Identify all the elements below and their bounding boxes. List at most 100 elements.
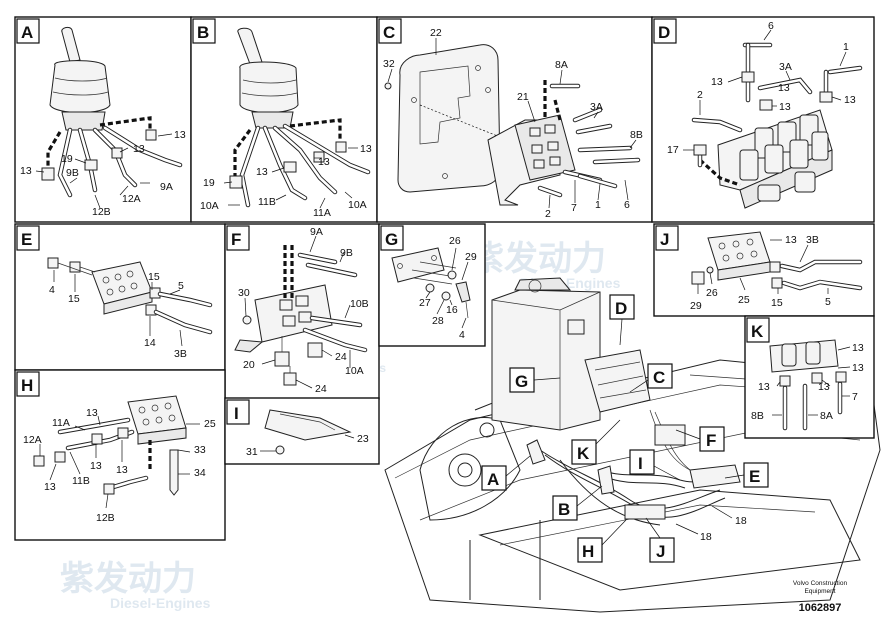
callout: 13: [116, 464, 128, 476]
callout: 19: [203, 177, 215, 189]
callout: 2: [545, 208, 551, 220]
overview-tag: C: [653, 368, 665, 387]
joystick-boot: [49, 60, 111, 113]
callout: 1: [843, 41, 849, 53]
panel-label: K: [751, 322, 764, 341]
callout: 16: [446, 304, 458, 316]
callout: 11B: [258, 196, 276, 208]
brand-label: Equipment: [804, 588, 835, 595]
callout: 6: [768, 20, 774, 32]
callout: 15: [68, 293, 80, 305]
callout: 3B: [174, 348, 187, 360]
callout: 7: [852, 391, 858, 403]
tag-box: [380, 225, 404, 251]
tag-box: [192, 18, 216, 44]
callout: 13: [852, 342, 864, 354]
callout: 3A: [779, 61, 792, 73]
overview-tag: A: [487, 470, 499, 489]
panel-label: B: [197, 23, 209, 42]
callout: 33: [194, 444, 206, 456]
callout: 8B: [630, 129, 643, 141]
callout: 9B: [66, 167, 79, 179]
cover-bracket: [264, 409, 352, 441]
callout: 13: [818, 381, 830, 393]
callout: 17: [667, 144, 679, 156]
callout: 9B: [340, 247, 353, 259]
callout: 5: [178, 280, 184, 292]
tag-box: [16, 225, 40, 251]
tag-box: [226, 225, 250, 251]
callout: 3B: [806, 234, 819, 246]
callout: 14: [144, 337, 156, 349]
callout: 11B: [72, 475, 90, 487]
callout: 22: [430, 27, 442, 39]
panel-D: D 6 1 3A 13 13 13 2 13 17: [651, 16, 875, 223]
panel-F: F 9A 9B 30 10B 20 24 10A 24: [224, 223, 380, 400]
panel-label: E: [21, 230, 32, 249]
callout: 13: [90, 460, 102, 472]
callout: 12B: [92, 206, 111, 218]
watermark-text: Diesel-Engines: [110, 595, 211, 611]
callout: 13: [133, 143, 145, 155]
overview-tag: G: [515, 372, 528, 391]
panel-label: J: [660, 230, 669, 249]
joystick-grip: [61, 26, 81, 63]
panel-B: B 13 19 13 13 11B 11A 10A 10A: [190, 16, 378, 223]
callout: 19: [61, 153, 73, 165]
callout: 10A: [345, 365, 364, 377]
callout: 13: [779, 101, 791, 113]
overview-tag: I: [638, 454, 643, 473]
callout: 15: [148, 271, 160, 283]
brand-label: Volvo Construction: [793, 580, 848, 587]
callout: 8A: [555, 59, 568, 71]
callout: 9A: [310, 226, 323, 238]
overview-tag: E: [749, 467, 760, 486]
callout: 29: [690, 300, 702, 312]
callout: 13: [785, 234, 797, 246]
callout: 25: [204, 418, 216, 430]
tag-box: [655, 225, 679, 251]
callout: 3A: [590, 101, 603, 113]
callout: 25: [738, 294, 750, 306]
overview-tags: D G C K F I E A B H: [481, 294, 769, 563]
callout: 26: [706, 287, 718, 299]
panel-label: I: [234, 404, 239, 423]
callout: 4: [49, 284, 55, 296]
callout: 20: [243, 359, 255, 371]
callout: 13: [844, 94, 856, 106]
callout: 30: [238, 287, 250, 299]
footer: Volvo Construction Equipment 1062897: [793, 580, 848, 614]
callout: 12A: [23, 434, 42, 446]
panel-C: C 22 32 8A 21 3A 8B 2 7 1 6: [376, 16, 653, 223]
panel-label: D: [658, 23, 670, 42]
callout: 6: [624, 199, 630, 211]
tag-box: [653, 18, 677, 44]
callout: 8A: [820, 410, 833, 422]
callout: 13: [711, 76, 723, 88]
callout: 1: [595, 199, 601, 211]
panel-label: A: [21, 23, 33, 42]
panel-A: A 13 13 19 13 9B 12A 9A 12B: [14, 16, 192, 223]
panel-label: G: [385, 230, 398, 249]
callout: 13: [86, 407, 98, 419]
callout: 18: [735, 515, 747, 527]
panel-label: F: [231, 230, 241, 249]
tag-box: [16, 18, 40, 44]
callout: 23: [357, 433, 369, 445]
callout: 26: [449, 235, 461, 247]
callout: 8B: [751, 410, 764, 422]
callout: 13: [852, 362, 864, 374]
callout: 31: [246, 446, 258, 458]
overview-tag: D: [615, 299, 627, 318]
callout: 13: [44, 481, 56, 493]
panel-label: C: [383, 23, 395, 42]
callout: 21: [517, 91, 529, 103]
panel-H: H 13 25 11A 33 12A 13 13 34 13 11B 12B: [14, 369, 226, 541]
callout: 7: [571, 202, 577, 214]
cover-plate: [397, 44, 501, 193]
callout: 4: [459, 329, 465, 341]
joystick-boot: [239, 61, 299, 113]
callout: 12B: [96, 512, 115, 524]
callout: 27: [419, 297, 431, 309]
